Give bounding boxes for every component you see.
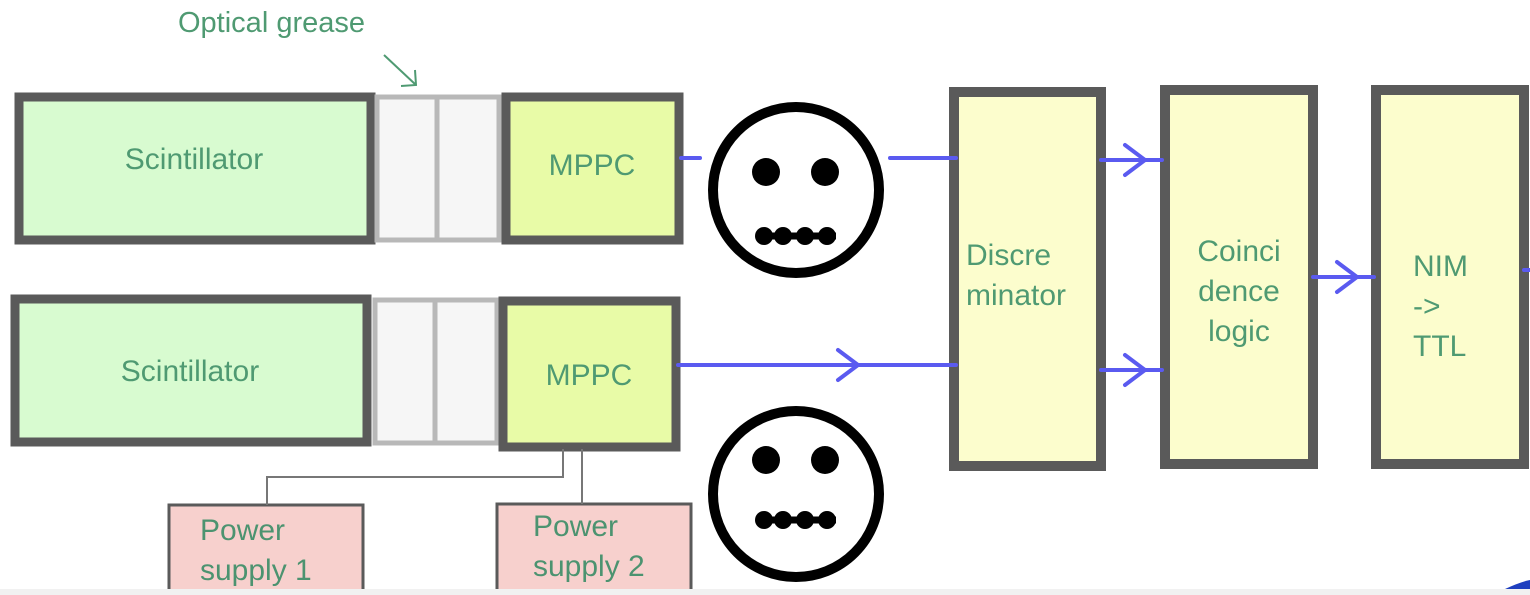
- mppc-1-label: MPPC: [548, 149, 636, 182]
- coincidence-box: [1160, 85, 1318, 469]
- mppc-2-label: MPPC: [545, 359, 633, 392]
- nim-ttl-box: [1371, 85, 1529, 469]
- bottom-divider: [0, 589, 1530, 595]
- power-supply-2-label: Power supply 2: [533, 510, 645, 583]
- power-supply-2-box: [495, 502, 693, 595]
- signal-lines: [676, 143, 1530, 387]
- scintillator-1-box: [14, 92, 376, 245]
- neutral-face-icon: [708, 102, 884, 278]
- mppc-1-box: [501, 92, 684, 245]
- neutral-face-icon: [708, 406, 884, 582]
- optical-grease-label: Optical grease: [178, 7, 365, 39]
- grease-pad-1b: [434, 94, 502, 243]
- grease-pad-1a: [374, 94, 440, 243]
- grease-pad-2a: [372, 297, 438, 446]
- scintillator-1-label: Scintillator: [124, 143, 264, 176]
- scintillator-2-label: Scintillator: [120, 355, 260, 388]
- scintillator-2-box: [10, 294, 372, 447]
- mppc-2-box: [498, 296, 681, 452]
- coincidence-label: Coinci dence logic: [1197, 235, 1281, 348]
- power-supply-1-label: Power supply 1: [200, 514, 312, 587]
- power-wires: [266, 449, 583, 505]
- grease-pad-2b: [432, 297, 500, 446]
- grease-callout-arrow: [383, 54, 418, 87]
- discriminator-box: [949, 87, 1106, 471]
- nim-ttl-label: NIM -> TTL: [1413, 250, 1468, 363]
- discriminator-label: Discre minator: [966, 239, 1067, 312]
